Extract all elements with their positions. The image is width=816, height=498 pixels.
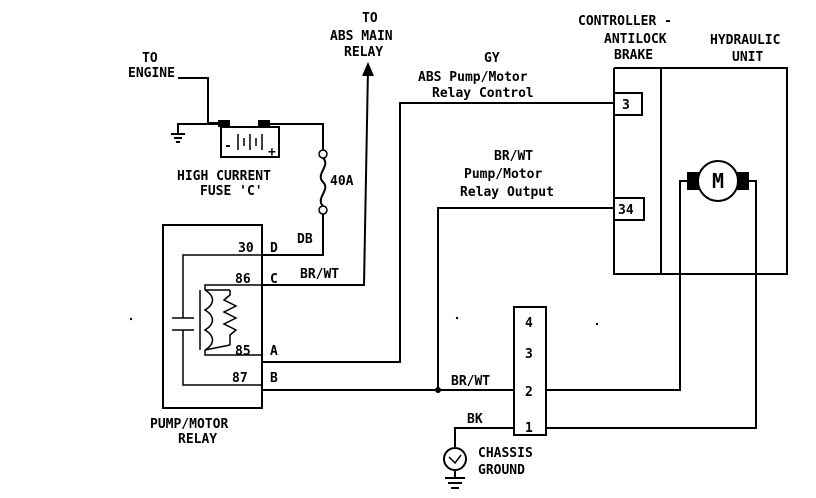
capacitor-icon [172,317,194,331]
controller-pin-34-box [613,197,645,221]
controller-pin-34-label: 34 [618,203,634,218]
ground-connector-pin-3: 3 [525,347,533,362]
relay-resistor-icon [222,290,238,345]
relay-internal-wire-87 [182,330,262,386]
bk-wire-label: BK [467,412,483,427]
to-abs-label-line1: TO [362,11,378,26]
db-wire-label: DB [297,232,313,247]
battery-terminal-negative [218,120,230,127]
pump-motor-relay: 30 D 86 C 85 A 87 B PUMP/MOTOR RELAY [150,224,278,447]
ground-connector-pin-4: 4 [525,316,533,331]
to-abs-label-line3: RELAY [344,45,383,60]
scan-specks [129,316,599,326]
battery-icon [220,126,280,158]
relay-pin-30-number: 30 [238,241,254,256]
battery-terminal-positive [258,120,270,127]
ground-connector: 4 3 2 1 [513,306,547,436]
relay-coil-icon [203,289,214,351]
relay-resistor-wire [204,289,231,351]
motor-brush-left-icon [687,172,699,190]
controller-box [613,67,661,275]
brwt-ground-label: BR/WT [451,374,490,389]
brwt-output-wire [437,207,614,390]
battery-cells-icon [237,134,263,150]
battery-plus-label: + [268,145,276,160]
relay-internal-wire-85 [204,350,262,356]
ground-connector-pin-1: 1 [525,421,533,436]
relay-name-line2: RELAY [178,432,217,447]
brwt-c-wire [262,67,369,286]
fuse-terminal-bottom [318,205,328,215]
chassis-ground-label-line2: GROUND [478,463,525,478]
db-wire [262,214,324,256]
motor-feed-wire [546,180,687,391]
speck [129,317,133,321]
speck [455,316,459,320]
abs-controller: CONTROLLER - ANTILOCK BRAKE 3 34 [578,14,672,275]
relay-internal-wire-86 [204,284,262,290]
relay-box [162,224,263,409]
bk-wire [454,427,514,447]
fuse-icon [319,157,327,207]
motor-label: M [712,169,724,193]
gy-wire-label: GY [484,51,500,66]
controller-label-line1: CONTROLLER - [578,14,672,29]
to-engine-label-line1: TO [142,51,158,66]
engine-wire [178,77,226,124]
fuse-rating-label: 40A [330,174,354,189]
fuse-name-line2: FUSE 'C' [200,184,263,199]
brwt-c-wire-label: BR/WT [300,267,339,282]
ground-connector-pin-2: 2 [525,385,533,400]
wire-junction [435,387,441,393]
chassis-ground-mark-icon [448,454,462,465]
brwt-output-label: BR/WT [494,149,533,164]
relay-name-line1: PUMP/MOTOR [150,417,228,432]
controller-pin-3-label: 3 [622,98,630,113]
fuse-name-line1: HIGH CURRENT [177,169,271,184]
speck [595,322,599,326]
relay-output-label-line2: Relay Output [460,185,554,200]
relay-pin-86-number: 86 [235,272,251,287]
relay-control-circuit: GY ABS Pump/Motor Relay Control [262,51,614,363]
relay-pin-b-letter: B [270,371,278,386]
motor-ground-wire [546,180,757,429]
fuse-terminal-top [318,149,328,159]
relay-output-label-line1: Pump/Motor [464,167,542,182]
to-engine-label-line2: ENGINE [128,66,175,81]
gy-wire [262,102,614,363]
controller-label-line2: ANTILOCK [604,32,667,47]
controller-label-line3: BRAKE [614,48,653,63]
hydraulic-unit-box [660,67,788,275]
relay-pin-a-letter: A [270,344,278,359]
hydraulic-label-line1: HYDRAULIC [710,33,780,48]
high-current-fuse: 40A HIGH CURRENT FUSE 'C' DB [177,149,354,256]
chassis-ground-label-line1: CHASSIS [478,446,533,461]
relay-control-label-line2: Relay Control [432,86,534,101]
arrow-up-icon [362,62,374,76]
engine-ground-wire [177,123,220,134]
ground-connector-box [513,306,547,436]
relay-pin-87-number: 87 [232,371,248,386]
relay-pin-d-letter: D [270,241,278,256]
abs-main-relay-connection: TO ABS MAIN RELAY BR/WT [262,11,393,286]
battery: TO ENGINE - + [128,51,324,160]
hydraulic-label-line2: UNIT [732,50,763,65]
relay-pin-85-number: 85 [235,344,251,359]
to-abs-label-line2: ABS MAIN [330,29,393,44]
ground-symbol-icon [445,470,465,489]
engine-ground-icon [171,133,185,143]
relay-pin-c-letter: C [270,272,278,287]
controller-pin-3-box [613,92,643,116]
chassis-ground: BK CHASSIS GROUND [443,412,533,489]
relay-control-label-line1: ABS Pump/Motor [418,70,528,85]
relay-internal-wire-30 [182,254,262,318]
hydraulic-unit: HYDRAULIC UNIT M [546,33,788,429]
motor-brush-right-icon [737,172,749,190]
chassis-ground-circle-icon [443,447,467,471]
battery-to-fuse-wire [270,123,324,150]
battery-minus-label: - [224,139,232,154]
motor-icon [697,160,739,202]
relay-output-circuit: BR/WT Pump/Motor Relay Output BR/WT [262,149,614,393]
